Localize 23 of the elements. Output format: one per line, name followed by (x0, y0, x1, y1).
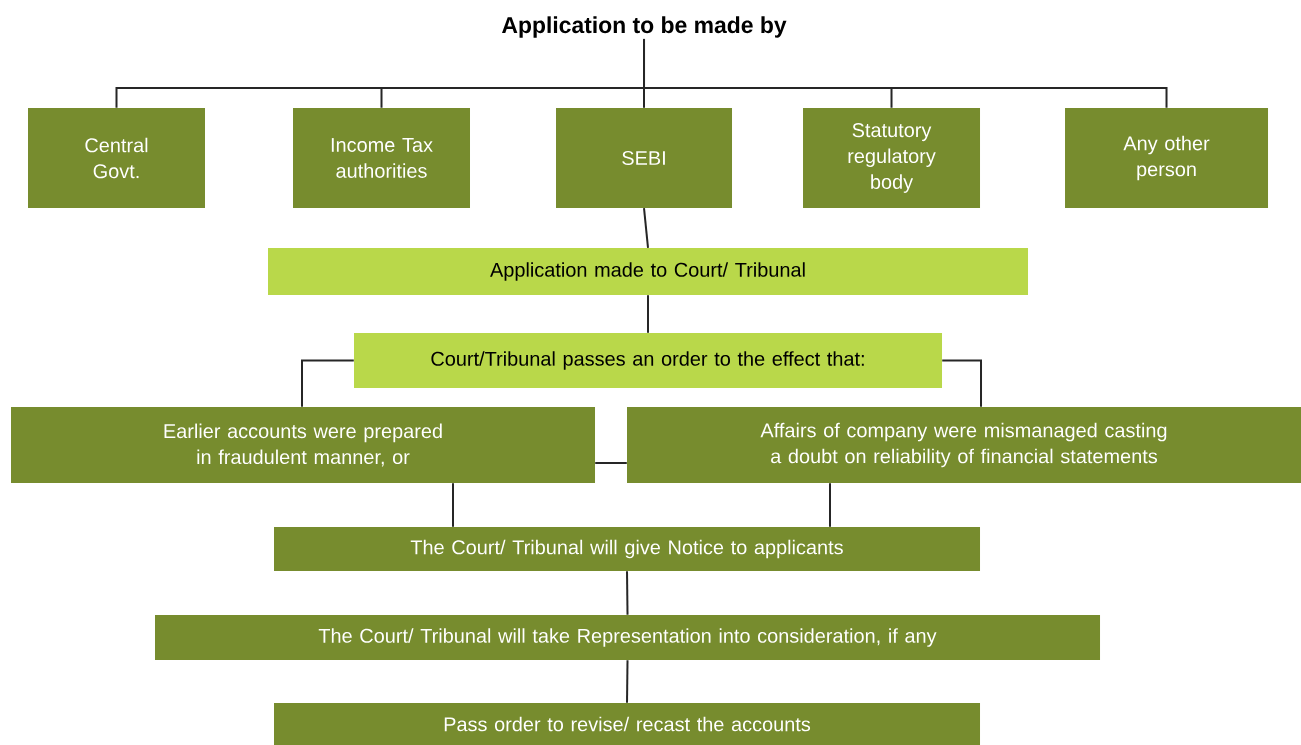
agency-box: Statutory regulatory body (803, 108, 980, 208)
connector (941, 359, 982, 408)
connector (643, 37, 1168, 109)
title: Application to be made by (502, 16, 787, 38)
connector (594, 462, 628, 464)
connector (301, 359, 355, 408)
agency-box: Income Tax authorities (293, 108, 470, 208)
connector (829, 482, 831, 528)
agency-box: SEBI (556, 108, 732, 208)
step-box: Application made to Court/ Tribunal (268, 248, 1028, 295)
connector (647, 294, 649, 334)
condition-box: Earlier accounts were prepared in fraudulent manner, or (11, 407, 595, 483)
connector (643, 207, 649, 249)
step-box: Court/Tribunal passes an order to the effect that: (354, 333, 942, 388)
step-box: The Court/ Tribunal will take Representation into consideration, if any (155, 615, 1100, 660)
connector (626, 659, 629, 704)
agency-box: Any other person (1065, 108, 1268, 208)
agency-box: Central Govt. (28, 108, 205, 208)
step-box: Pass order to revise/ recast the accounts (274, 703, 980, 745)
connector (452, 482, 454, 528)
connector (626, 570, 629, 616)
condition-box: Affairs of company were mismanaged casting a doubt on reliability of financial statements (627, 407, 1301, 483)
step-box: The Court/ Tribunal will give Notice to applicants (274, 527, 980, 571)
